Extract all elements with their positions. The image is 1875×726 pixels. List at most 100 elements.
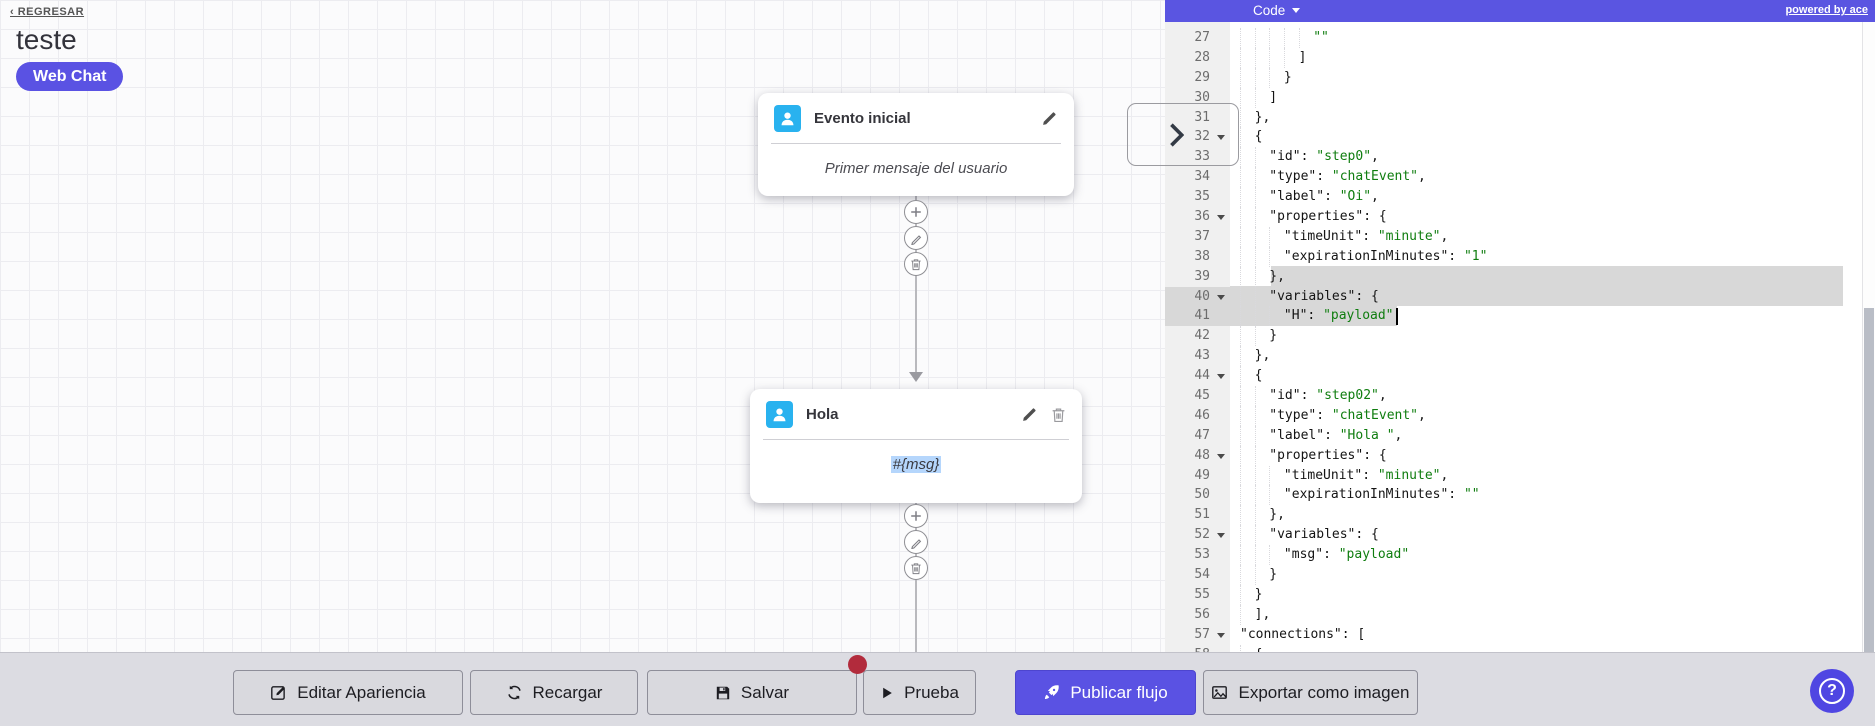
code-mode-label: Code [1253, 3, 1286, 18]
line-number[interactable]: 27 [1194, 30, 1210, 45]
line-number[interactable]: 34 [1194, 169, 1210, 185]
line-number[interactable]: 45 [1194, 388, 1210, 404]
line-number[interactable]: 29 [1194, 69, 1210, 85]
code-line[interactable]: 32{ [1165, 127, 1862, 148]
edit-node-icon[interactable] [1021, 406, 1038, 423]
back-link[interactable]: ‹ REGRESAR [10, 6, 85, 18]
fold-arrow-icon[interactable] [1217, 533, 1225, 539]
edit-node-icon[interactable] [1041, 110, 1058, 127]
code-editor[interactable]: 27""28]29}30]31},32{33"id": "step0",34"t… [1165, 22, 1875, 652]
line-number[interactable]: 40 [1165, 286, 1230, 307]
line-number[interactable]: 42 [1194, 328, 1210, 344]
scrollbar-thumb[interactable] [1864, 308, 1874, 652]
code-line[interactable]: 29} [1165, 67, 1862, 88]
delete-connection-button[interactable] [904, 556, 928, 580]
code-line[interactable]: 52"variables": { [1165, 525, 1862, 546]
add-step-button[interactable] [904, 504, 928, 528]
code-line[interactable]: 56], [1165, 604, 1862, 625]
line-number[interactable]: 37 [1194, 228, 1210, 244]
powered-by-ace-link[interactable]: powered by ace [1785, 4, 1868, 16]
line-number[interactable]: 33 [1194, 149, 1210, 165]
code-line[interactable]: 30] [1165, 87, 1862, 108]
code-line[interactable]: 37"timeUnit": "minute", [1165, 226, 1862, 247]
code-panel-header: Code powered by ace [1165, 0, 1875, 22]
line-number[interactable]: 56 [1194, 606, 1210, 622]
code-line[interactable]: 55} [1165, 584, 1862, 605]
code-line[interactable]: 48"properties": { [1165, 445, 1862, 466]
export-image-button[interactable]: Exportar como imagen [1203, 670, 1418, 715]
line-number[interactable]: 28 [1194, 49, 1210, 65]
node-evento-inicial[interactable]: Evento inicial Primer mensaje del usuari… [758, 93, 1074, 196]
node-hola[interactable]: Hola #{msg} [750, 389, 1082, 503]
code-line[interactable]: 40"variables": { [1165, 286, 1862, 307]
code-line[interactable]: 51}, [1165, 505, 1862, 526]
code-line[interactable]: 50"expirationInMinutes": "" [1165, 485, 1862, 506]
delete-connection-button[interactable] [904, 252, 928, 276]
line-number[interactable]: 35 [1194, 189, 1210, 205]
help-button[interactable]: ? [1810, 669, 1854, 713]
edit-appearance-button[interactable]: Editar Apariencia [233, 670, 463, 715]
line-number[interactable]: 46 [1194, 407, 1210, 423]
line-number[interactable]: 49 [1194, 467, 1210, 483]
code-mode-dropdown[interactable]: Code [1253, 3, 1301, 18]
add-step-button[interactable] [904, 200, 928, 224]
code-line[interactable]: 42} [1165, 326, 1862, 347]
test-button[interactable]: Prueba [863, 670, 976, 715]
code-line[interactable]: 45"id": "step02", [1165, 386, 1862, 406]
code-line[interactable]: 49"timeUnit": "minute", [1165, 465, 1862, 486]
code-line[interactable]: 44{ [1165, 366, 1862, 387]
line-number[interactable]: 38 [1194, 248, 1210, 264]
delete-node-icon[interactable] [1051, 407, 1066, 423]
code-line[interactable]: 43}, [1165, 346, 1862, 367]
line-number[interactable]: 51 [1194, 507, 1210, 523]
line-number[interactable]: 47 [1194, 427, 1210, 443]
publish-flow-button[interactable]: Publicar flujo [1015, 670, 1196, 715]
line-number[interactable]: 36 [1165, 207, 1230, 227]
line-number[interactable]: 53 [1194, 547, 1210, 563]
fold-arrow-icon[interactable] [1217, 215, 1225, 221]
code-line[interactable]: 27"" [1165, 28, 1862, 48]
code-line[interactable]: 54} [1165, 565, 1862, 585]
line-number[interactable]: 54 [1194, 567, 1210, 583]
flow-canvas[interactable]: ‹ REGRESAR teste Web Chat Evento inicial… [0, 0, 1165, 652]
line-number[interactable]: 50 [1194, 487, 1210, 503]
fold-arrow-icon[interactable] [1217, 632, 1225, 638]
code-line[interactable]: 58{ [1165, 644, 1862, 652]
fold-arrow-icon[interactable] [1217, 294, 1225, 300]
line-number[interactable]: 30 [1194, 89, 1210, 105]
code-line[interactable]: 53"msg": "payload" [1165, 545, 1862, 566]
code-line[interactable]: 47"label": "Hola ", [1165, 425, 1862, 446]
line-number[interactable]: 39 [1194, 268, 1210, 284]
code-line[interactable]: 46"type": "chatEvent", [1165, 405, 1862, 426]
fold-arrow-icon[interactable] [1217, 374, 1225, 380]
code-line[interactable]: 41"H": "payload" [1165, 306, 1862, 327]
panel-collapse-handle[interactable] [1127, 103, 1239, 166]
code-line[interactable]: 28] [1165, 47, 1862, 68]
line-number[interactable]: 48 [1165, 446, 1230, 466]
code-line[interactable]: 35"label": "Oi", [1165, 187, 1862, 208]
code-line[interactable]: 38"expirationInMinutes": "1" [1165, 246, 1862, 267]
code-rows[interactable]: 27""28]29}30]31},32{33"id": "step0",34"t… [1165, 28, 1862, 652]
editor-scrollbar[interactable] [1862, 22, 1875, 652]
fold-arrow-icon[interactable] [1217, 453, 1225, 459]
save-button[interactable]: Salvar [647, 670, 857, 715]
line-number[interactable]: 52 [1165, 525, 1230, 545]
edit-connection-button[interactable] [904, 530, 928, 554]
fold-arrow-icon[interactable] [1217, 135, 1225, 141]
line-number[interactable]: 31 [1194, 109, 1210, 125]
line-number[interactable]: 57 [1165, 625, 1230, 645]
line-number[interactable]: 43 [1194, 348, 1210, 364]
line-number[interactable]: 58 [1165, 645, 1230, 652]
reload-button[interactable]: Recargar [470, 670, 638, 715]
code-line[interactable]: 31}, [1165, 107, 1862, 128]
edit-connection-button[interactable] [904, 226, 928, 250]
code-line[interactable]: 39}, [1165, 266, 1862, 287]
line-number[interactable]: 41 [1165, 306, 1230, 327]
line-number[interactable]: 44 [1165, 366, 1230, 386]
line-number[interactable]: 32 [1165, 127, 1230, 147]
code-line[interactable]: 34"type": "chatEvent", [1165, 167, 1862, 188]
code-line[interactable]: 57"connections": [ [1165, 625, 1862, 645]
line-number[interactable]: 55 [1194, 586, 1210, 602]
code-line[interactable]: 33"id": "step0", [1165, 147, 1862, 168]
code-line[interactable]: 36"properties": { [1165, 207, 1862, 227]
